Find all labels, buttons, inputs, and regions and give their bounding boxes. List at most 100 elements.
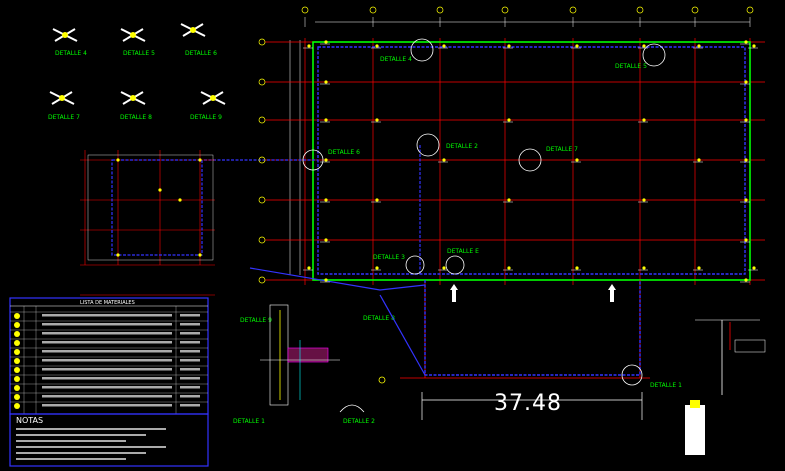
section-detail-2: DETALLE 2 (339, 404, 375, 425)
grid-bubble (691, 6, 699, 14)
label-detalle-1: DETALLE 1 (650, 382, 682, 389)
table-row-qty (180, 323, 200, 326)
ground-marker (642, 118, 646, 122)
note-text-line (16, 440, 126, 442)
ground-marker (507, 118, 511, 122)
detail-circle-2 (416, 133, 440, 157)
small-marker (198, 158, 202, 162)
grid-bubble (258, 156, 266, 164)
small-marker (116, 158, 120, 162)
right-details (685, 319, 766, 455)
grid-bubble (258, 78, 266, 86)
label-detalle-4: DETALLE 4 (380, 56, 412, 63)
top-detalle-6: DETALLE 6 (185, 50, 217, 57)
detail-circle-5 (642, 43, 666, 67)
table-row-icon (14, 367, 20, 373)
ground-marker (442, 44, 446, 48)
label-detalle-6: DETALLE 6 (328, 149, 360, 156)
section-detail-1: DETALLE 1 (233, 304, 340, 425)
table-row-qty (180, 395, 200, 398)
ground-marker (575, 158, 579, 162)
table-row-icon (14, 340, 20, 346)
grid-bubble (436, 6, 444, 14)
table-rows (10, 306, 208, 414)
small-marker (116, 253, 120, 257)
grid-bubble (258, 196, 266, 204)
top-detalle-5: DETALLE 5 (123, 50, 155, 57)
grid-bubble (369, 6, 377, 14)
ground-marker (697, 266, 701, 270)
table-row-icon (14, 358, 20, 364)
ground-marker (744, 238, 748, 242)
table-row-qty (180, 386, 200, 389)
ground-marker (744, 118, 748, 122)
table-row-text (42, 341, 172, 344)
grid-bubble (569, 6, 577, 14)
small-marker (178, 198, 182, 202)
ground-marker (744, 40, 748, 44)
table-row-text (42, 323, 172, 326)
ground-marker (324, 198, 328, 202)
top-detalle-4: DETALLE 4 (55, 50, 87, 57)
ground-marker (744, 158, 748, 162)
detail-circle-6 (302, 149, 324, 171)
notes-lines (16, 428, 166, 460)
top-left-details: DETALLE 4 DETALLE 5 DETALLE 6 DETALLE 7 … (48, 23, 226, 121)
table-title: LISTA DE MATERIALES (80, 300, 135, 306)
grid-bubble (746, 6, 754, 14)
top-detalle-8: DETALLE 8 (120, 114, 152, 121)
table-row-icon (14, 394, 20, 400)
section-detalle-1: DETALLE 1 (233, 418, 265, 425)
small-grid (80, 150, 215, 296)
detail-icon-node (62, 32, 68, 38)
main-plan: DETALLE 4 DETALLE 5 DETALLE 6 DETALLE 2 … (204, 6, 765, 324)
detail-icon-node (59, 95, 65, 101)
label-detalle-9: DETALLE 9 (240, 317, 272, 324)
top-detalle-9: DETALLE 9 (190, 114, 222, 121)
ground-marker (744, 278, 748, 282)
detail-circle-e (445, 255, 465, 275)
ground-marker (375, 266, 379, 270)
detail-icon-node (210, 95, 216, 101)
detail-circle-3 (405, 255, 425, 275)
main-markers (303, 40, 758, 283)
table-row-qty (180, 332, 200, 335)
table-row-text (42, 332, 172, 335)
small-markers (116, 158, 202, 257)
ground-marker (324, 118, 328, 122)
ground-marker (324, 40, 328, 44)
ground-marker (697, 44, 701, 48)
table-row-text (42, 359, 172, 362)
label-detalle-8: DETALLE 8 (363, 315, 395, 322)
table-row-icon (14, 331, 20, 337)
grid-bubble (258, 38, 266, 46)
ground-marker (442, 266, 446, 270)
ground-marker (642, 198, 646, 202)
table-row-qty (180, 350, 200, 353)
small-marker (158, 188, 162, 192)
grid-bubble (301, 6, 309, 14)
ground-marker (697, 158, 701, 162)
label-detalle-5: DETALLE 5 (615, 63, 647, 70)
detail-icon-node (130, 95, 136, 101)
table-row-text (42, 395, 172, 398)
grid-bubble (258, 276, 266, 284)
grid-bubble (636, 6, 644, 14)
table-row-qty (180, 377, 200, 380)
ground-marker (324, 80, 328, 84)
note-text-line (16, 446, 166, 448)
table-row-qty (180, 368, 200, 371)
ground-marker (507, 266, 511, 270)
table-row-icon (14, 313, 20, 319)
ground-marker (375, 44, 379, 48)
table-row-text (42, 350, 172, 353)
grid-bubble (501, 6, 509, 14)
table-row-text (42, 386, 172, 389)
ground-marker (375, 198, 379, 202)
table-row-qty (180, 341, 200, 344)
note-text-line (16, 428, 166, 430)
left-small-plan (80, 150, 215, 296)
table-row-qty (180, 404, 200, 407)
notes-box: NOTAS (9, 413, 209, 467)
